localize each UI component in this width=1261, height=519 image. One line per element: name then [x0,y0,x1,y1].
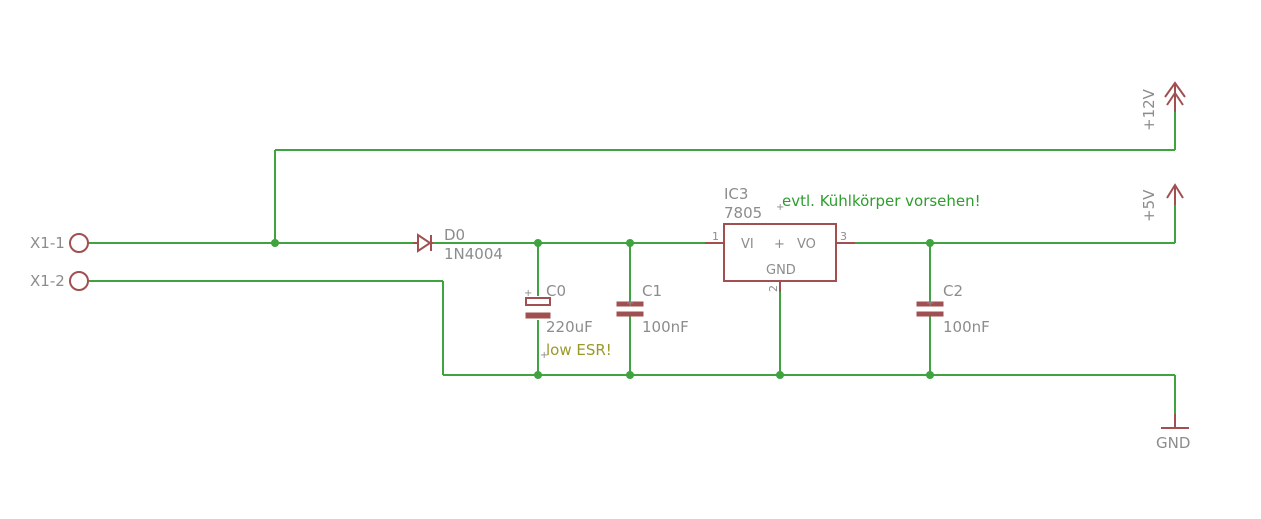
connector-x1-2-pad[interactable] [69,271,89,291]
c1-origin: + [626,298,634,309]
c1-value: 100nF [642,318,689,336]
c0-note: low ESR! [546,341,612,359]
supply-12v-label: +12V [1140,88,1158,131]
junctions [271,239,934,379]
c0-name: C0 [546,282,566,300]
junction-dot [926,239,934,247]
connector-x1-2-label: X1-2 [30,272,65,290]
supply-5v[interactable]: +5V [1140,183,1184,222]
regulator-ic3[interactable]: 1 3 2 VI + VO GND IC3 7805 + evtl. Kühlk… [705,185,981,292]
c0-negative-plate [525,312,551,319]
c1-plate-top [616,301,644,307]
c2-plate-bottom [916,311,944,317]
junction-dot [534,371,542,379]
junction-dot [626,239,634,247]
ic3-name: IC3 [724,185,748,203]
ic3-pin-vi: VI [741,237,754,252]
capacitor-c1[interactable]: + C1 100nF [616,282,689,336]
junction-dot [926,371,934,379]
junction-dot [626,371,634,379]
ic3-pin-2-number: 2 [767,285,780,292]
ic3-pin-1-number: 1 [712,230,719,243]
c0-positive-plate [525,297,551,306]
c0-polarity-mark: + [524,288,532,299]
ic3-value: 7805 [724,204,762,222]
diode-name: D0 [444,226,465,244]
supply-5v-label: +5V [1140,189,1158,222]
capacitor-c2[interactable]: + C2 100nF [916,282,990,336]
supply-gnd[interactable]: GND [1156,414,1190,452]
ic3-origin-mark: + [774,237,785,252]
junction-dot [776,371,784,379]
ic3-pin-gnd: GND [766,263,796,278]
c2-name: C2 [943,282,963,300]
gnd-label: GND [1156,434,1190,452]
junction-dot [534,239,542,247]
c2-value: 100nF [943,318,990,336]
wires [88,90,1176,422]
capacitor-c0[interactable]: + C0 220uF + low ESR! [524,282,612,361]
diode-d0[interactable]: D0 1N4004 [413,226,503,263]
connector-x1: X1-1 X1-2 [30,233,89,291]
diode-anode-triangle [417,233,432,253]
connector-x1-1-label: X1-1 [30,234,65,252]
connector-x1-1-pad[interactable] [69,233,89,253]
junction-dot [271,239,279,247]
supply-12v[interactable]: +12V [1140,81,1186,131]
c0-value: 220uF [546,318,593,336]
c0-note-origin: + [540,350,548,361]
c1-plate-bottom [616,311,644,317]
ic3-pin-3-number: 3 [840,230,847,243]
c2-origin: + [926,298,934,309]
c2-plate-top [916,301,944,307]
ic3-note: evtl. Kühlkörper vorsehen! [782,192,981,210]
c1-name: C1 [642,282,662,300]
ic3-note-origin: + [776,202,784,213]
ic3-pin-vo: VO [797,237,816,252]
diode-value: 1N4004 [444,245,503,263]
